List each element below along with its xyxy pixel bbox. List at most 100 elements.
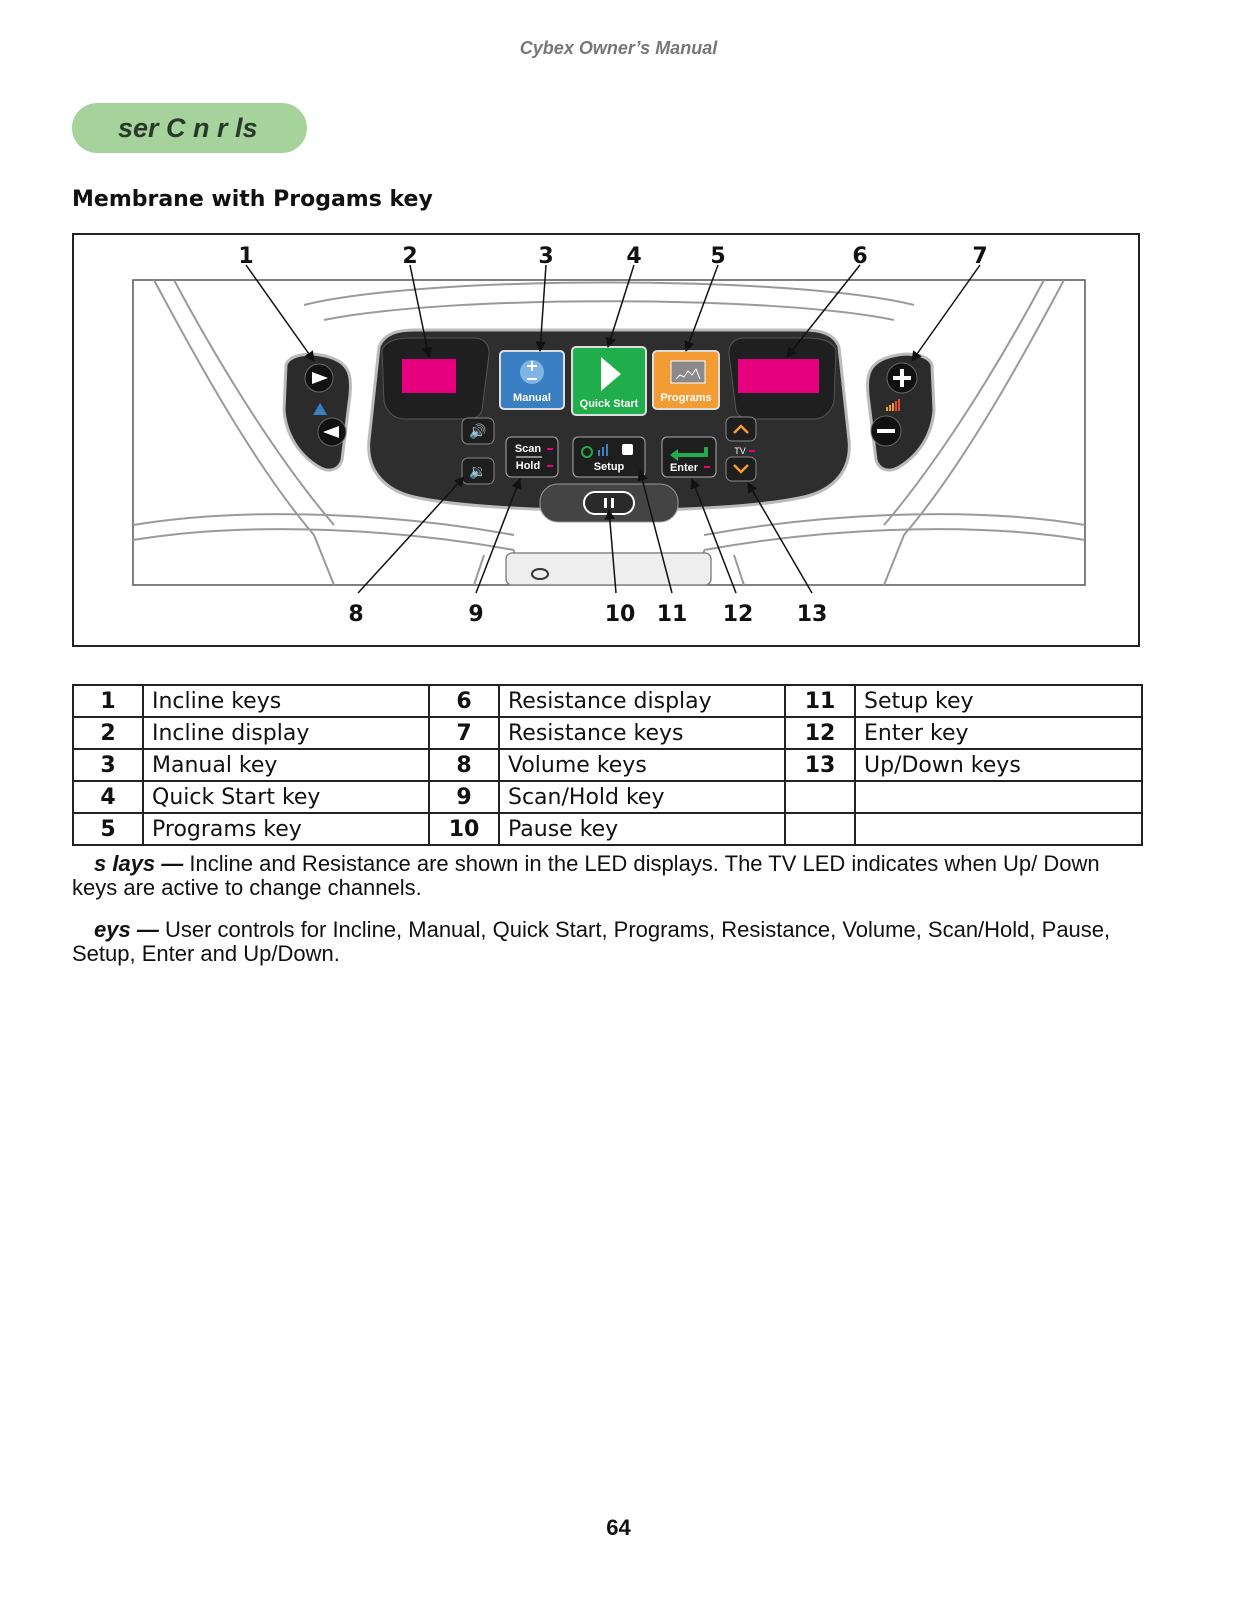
console-illustration: ⛰ Manual <box>132 244 1086 627</box>
quick-start-key-label: Quick Start <box>580 398 639 410</box>
callout-4: 4 <box>626 244 641 269</box>
handlebar-outline <box>132 279 1086 586</box>
enter-label: Enter <box>670 462 699 474</box>
console-diagram: ⛰ Manual <box>72 233 1140 647</box>
speaker-loud-icon: 🔊 <box>469 422 486 440</box>
table-row: 5 Programs key 10 Pause key <box>72 812 1143 846</box>
legend-label: Volume keys <box>498 748 786 782</box>
legend-number: 10 <box>428 812 500 846</box>
legend-number: 8 <box>428 748 500 782</box>
speaker-soft-icon: 🔉 <box>469 463 486 480</box>
tv-led-label: TV <box>734 446 746 456</box>
callout-6: 6 <box>852 244 867 269</box>
legend-label: Programs key <box>142 812 430 846</box>
play-icon <box>601 357 621 391</box>
scan-hold-key[interactable]: Scan Hold <box>505 436 559 478</box>
subheading: Membrane with Progams key <box>72 187 433 212</box>
callout-5: 5 <box>710 244 725 269</box>
keys-paragraph: eys — User controls for Incline, Manual,… <box>72 918 1142 966</box>
volume-down-key[interactable]: 🔉 <box>461 457 495 485</box>
manual-key-label: Manual <box>513 392 551 404</box>
volume-up-key[interactable]: 🔊 <box>461 417 495 445</box>
timer-icon <box>581 446 593 458</box>
resistance-level-icon <box>886 399 900 411</box>
keys-text: User controls for Incline, Manual, Quick… <box>72 917 1111 966</box>
legend-label: Setup key <box>854 684 1143 718</box>
incline-icon: ⛰ <box>312 399 327 419</box>
programs-key[interactable]: Programs <box>652 350 720 410</box>
legend-number: 4 <box>72 780 144 814</box>
programs-key-label: Programs <box>660 392 711 404</box>
incline-down-key[interactable] <box>317 417 347 447</box>
legend-number <box>784 812 856 846</box>
legend-number: 6 <box>428 684 500 718</box>
lower-tray-hole <box>531 568 549 580</box>
resistance-display <box>738 359 819 393</box>
legend-label: Enter key <box>854 716 1143 750</box>
page-number: 64 <box>606 1515 631 1540</box>
callout-11: 11 <box>657 602 688 627</box>
callout-9: 9 <box>468 602 483 627</box>
section-title-text: ser C n r ls <box>118 112 258 143</box>
legend-label: Manual key <box>142 748 430 782</box>
manual-key[interactable]: Manual <box>499 350 565 410</box>
incline-display <box>402 359 456 393</box>
legend-label: Up/Down keys <box>854 748 1143 782</box>
legend-table: 1 Incline keys 6 Resistance display 11 S… <box>72 684 1143 846</box>
keys-lead: eys — <box>94 917 159 942</box>
legend-label <box>854 812 1143 846</box>
callout-8: 8 <box>348 602 363 627</box>
legend-number: 13 <box>784 748 856 782</box>
tv-led <box>749 450 755 452</box>
displays-lead: s lays — <box>94 851 184 876</box>
legend-label: Incline display <box>142 716 430 750</box>
legend-number: 2 <box>72 716 144 750</box>
weight-icon <box>622 444 633 455</box>
enter-key[interactable]: Enter <box>661 436 717 478</box>
scan-label: Scan <box>515 443 542 455</box>
quick-start-key[interactable]: Quick Start <box>571 346 647 416</box>
callout-7: 7 <box>972 244 987 269</box>
legend-number: 9 <box>428 780 500 814</box>
legend-label: Incline keys <box>142 684 430 718</box>
setup-label: Setup <box>594 461 625 473</box>
legend-number: 7 <box>428 716 500 750</box>
legend-label: Resistance display <box>498 684 786 718</box>
displays-paragraph: s lays — Incline and Resistance are show… <box>72 852 1142 900</box>
callout-1: 1 <box>238 244 253 269</box>
displays-text: Incline and Resistance are shown in the … <box>72 851 1100 900</box>
table-row: 1 Incline keys 6 Resistance display 11 S… <box>72 684 1143 718</box>
channel-down-key[interactable] <box>725 456 757 482</box>
callout-10: 10 <box>605 602 636 627</box>
legend-number: 5 <box>72 812 144 846</box>
callout-3: 3 <box>538 244 553 269</box>
channel-up-key[interactable] <box>725 416 757 442</box>
callout-2: 2 <box>402 244 417 269</box>
callout-13: 13 <box>797 602 828 627</box>
table-row: 3 Manual key 8 Volume keys 13 Up/Down ke… <box>72 748 1143 782</box>
table-row: 4 Quick Start key 9 Scan/Hold key <box>72 780 1143 814</box>
legend-label: Quick Start key <box>142 780 430 814</box>
legend-number: 11 <box>784 684 856 718</box>
setup-key[interactable]: Setup <box>572 436 646 478</box>
legend-label <box>854 780 1143 814</box>
legend-label: Scan/Hold key <box>498 780 786 814</box>
section-title: ser C n r ls <box>72 103 307 153</box>
callout-leaders-bottom <box>357 469 813 594</box>
programs-icon <box>670 360 706 384</box>
legend-label: Pause key <box>498 812 786 846</box>
callout-leaders-top <box>245 264 981 362</box>
legend-number: 1 <box>72 684 144 718</box>
enter-arrow-icon <box>676 447 708 457</box>
incline-up-key[interactable] <box>304 363 334 393</box>
legend-number: 3 <box>72 748 144 782</box>
lower-tray <box>505 552 712 586</box>
hold-label: Hold <box>516 460 540 472</box>
table-row: 2 Incline display 7 Resistance keys 12 E… <box>72 716 1143 750</box>
pause-key[interactable] <box>583 491 635 515</box>
running-header: Cybex Owner’s Manual <box>519 38 718 58</box>
resistance-up-key[interactable] <box>886 362 918 394</box>
legend-number: 12 <box>784 716 856 750</box>
resistance-down-key[interactable] <box>870 415 902 447</box>
legend-label: Resistance keys <box>498 716 786 750</box>
